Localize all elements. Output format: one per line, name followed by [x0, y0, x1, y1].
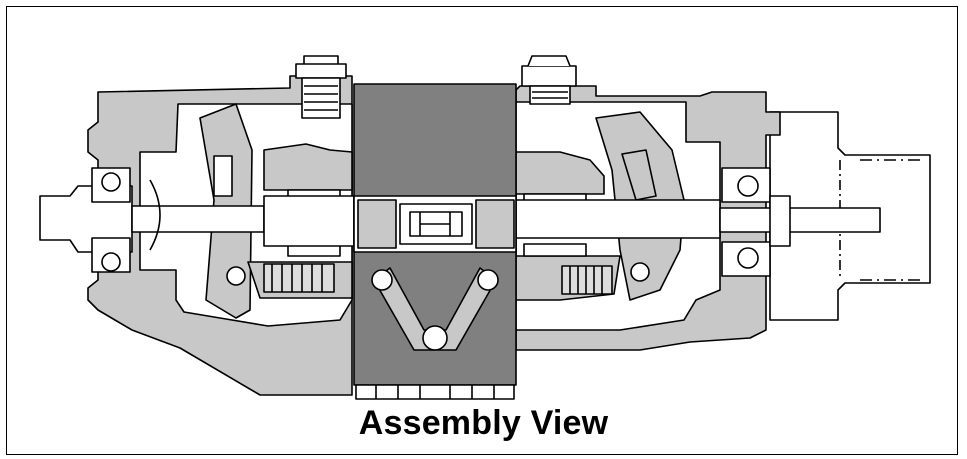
left-fitting	[295, 55, 347, 119]
right-shaft	[515, 167, 881, 277]
right-fitting	[521, 55, 577, 105]
center-block	[353, 83, 517, 400]
left-shaft	[39, 167, 355, 273]
diagram-caption: Assembly View	[358, 404, 609, 442]
